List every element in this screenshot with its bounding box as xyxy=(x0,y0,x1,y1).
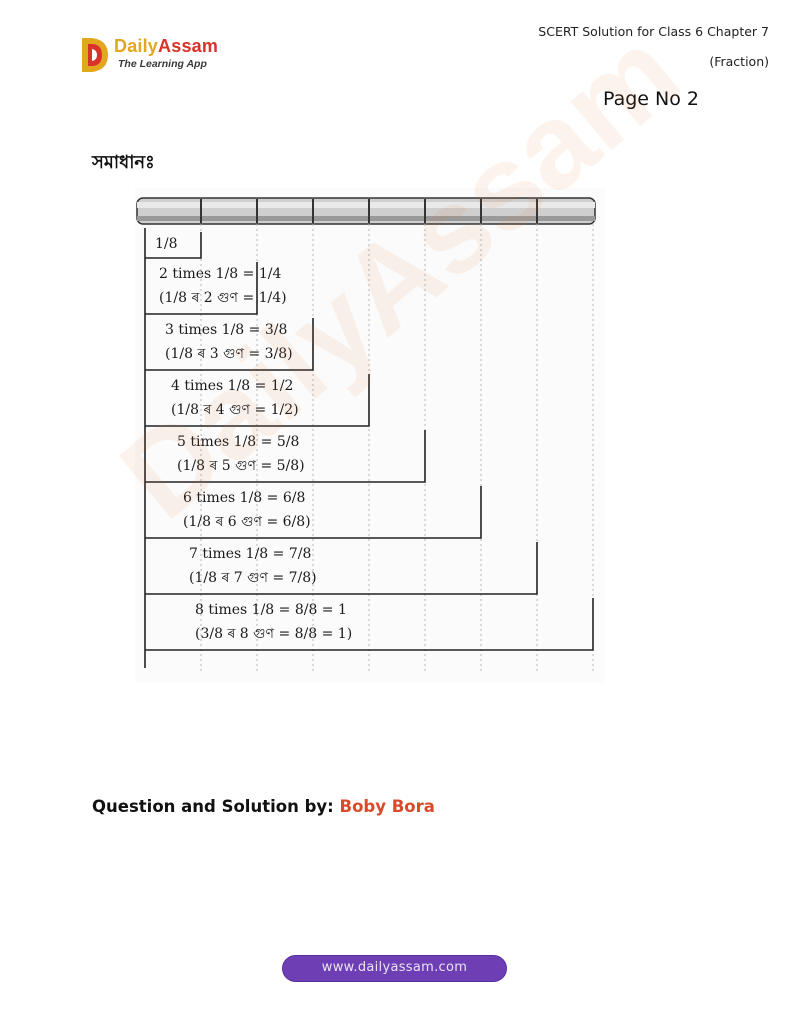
row-equation-assamese: (1/8 ৰ 7 গুণ = 7/8) xyxy=(189,570,317,586)
credit-author: Boby Bora xyxy=(339,797,435,816)
row-equation: 7 times 1/8 = 7/8 xyxy=(189,546,311,562)
row-equation-assamese: (1/8 ৰ 3 গুণ = 3/8) xyxy=(165,346,293,362)
row-equation: 2 times 1/8 = 1/4 xyxy=(159,266,281,282)
row-labels: 1/8 2 times 1/8 = 1/4 (1/8 ৰ 2 গুণ = 1/4) 3… xyxy=(155,236,352,642)
row-equation-assamese: (1/8 ৰ 2 গুণ = 1/4) xyxy=(159,290,287,306)
row-equation: 1/8 xyxy=(155,236,178,252)
page-number: Page No 2 xyxy=(603,88,700,110)
row-bracket xyxy=(145,262,258,315)
row-equation: 3 times 1/8 = 3/8 xyxy=(165,322,287,338)
row-equation-assamese: (1/8 ৰ 6 গুণ = 6/8) xyxy=(183,514,311,530)
row-equation-assamese: (1/8 ৰ 4 গুণ = 1/2) xyxy=(171,402,299,418)
solution-label: সমাধানঃ xyxy=(92,152,155,173)
row-bracket xyxy=(145,486,482,539)
fraction-brackets xyxy=(144,224,594,673)
fraction-strip-svg: 1/8 2 times 1/8 = 1/4 (1/8 ৰ 2 গুণ = 1/4) 3… xyxy=(136,197,596,673)
daily-assam-logo: DailyAssam The Learning App xyxy=(80,36,240,76)
row-bracket xyxy=(145,598,594,651)
credit-line: Question and Solution by: Boby Bora xyxy=(92,797,435,816)
row-equation: 4 times 1/8 = 1/2 xyxy=(171,378,293,394)
row-bracket xyxy=(145,430,426,483)
website-link[interactable]: www.dailyassam.com xyxy=(282,955,507,982)
row-equation-assamese: (1/8 ৰ 5 গুণ = 5/8) xyxy=(177,458,305,474)
subject-line: SCERT Solution for Class 6 Chapter 7 xyxy=(538,24,769,39)
row-bracket xyxy=(145,374,370,427)
logo-tagline: The Learning App xyxy=(118,58,207,70)
chapter-name: (Fraction) xyxy=(709,54,769,69)
d-logo-icon xyxy=(82,38,108,72)
row-bracket xyxy=(145,542,538,595)
logo-title: DailyAssam xyxy=(114,36,218,57)
logo-word-daily: Daily xyxy=(114,36,159,56)
row-bracket xyxy=(145,232,202,259)
fraction-strip-figure: 1/8 2 times 1/8 = 1/4 (1/8 ৰ 2 গুণ = 1/4) 3… xyxy=(135,188,605,683)
bamboo-strip xyxy=(136,197,596,225)
logo-word-assam: Assam xyxy=(158,36,219,56)
row-equation: 5 times 1/8 = 5/8 xyxy=(177,434,299,450)
row-bracket xyxy=(145,318,314,371)
credit-label: Question and Solution by: xyxy=(92,797,334,816)
row-equation-assamese: (3/8 ৰ 8 গুণ = 8/8 = 1) xyxy=(195,626,352,642)
website-url[interactable]: www.dailyassam.com xyxy=(321,960,468,975)
row-equation: 8 times 1/8 = 8/8 = 1 xyxy=(195,602,347,618)
row-equation: 6 times 1/8 = 6/8 xyxy=(183,490,305,506)
